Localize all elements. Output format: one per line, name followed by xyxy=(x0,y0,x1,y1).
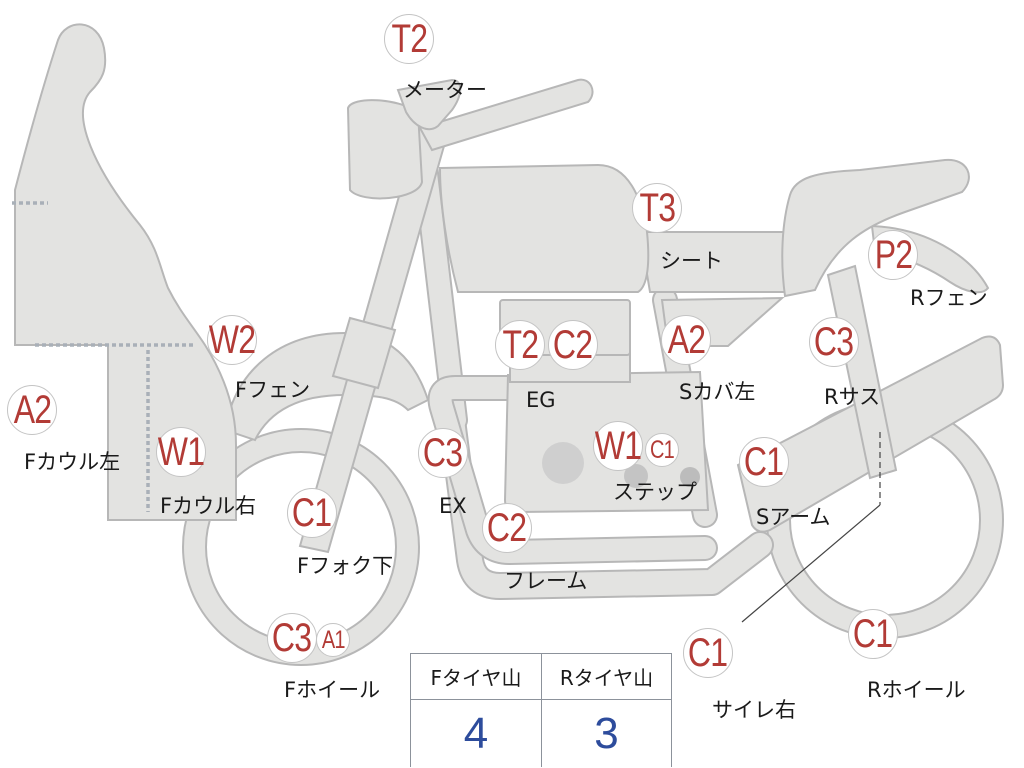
engine-code-badge-2: C2 xyxy=(548,320,598,370)
rear-wheel-code-badge: C1 xyxy=(848,609,898,659)
swingarm-code: C1 xyxy=(744,440,784,484)
rear-fender-code: P2 xyxy=(874,233,912,277)
front-wheel-label: Fホイール xyxy=(284,678,381,702)
seat-code: T3 xyxy=(639,186,676,230)
swingarm-label: Sアーム xyxy=(756,505,831,529)
step-code-2: C1 xyxy=(650,435,675,464)
rear-tire-value: 3 xyxy=(541,700,671,767)
side-cover-left-code-badge: A2 xyxy=(661,315,711,365)
rear-wheel-label: Rホイール xyxy=(867,678,966,702)
step-label: ステップ xyxy=(613,480,697,504)
seat-label: シート xyxy=(660,249,723,273)
front-fender-label: Fフェン xyxy=(235,378,311,402)
rear-tire-header: Rタイヤ山 xyxy=(541,654,671,700)
seat-code-badge: T3 xyxy=(632,183,682,233)
front-cowl-left-code-badge: A2 xyxy=(7,385,57,435)
side-cover-left-label: Sカバ左 xyxy=(679,380,756,404)
muffler-leader-line xyxy=(741,432,881,623)
front-fork-lower-label: Fフォク下 xyxy=(297,554,394,578)
cowl-dotted-lines xyxy=(12,201,195,512)
front-fork-lower-code-badge: C1 xyxy=(287,488,337,538)
engine-code-2: C2 xyxy=(553,323,593,367)
front-wheel-code-1: C3 xyxy=(272,616,312,660)
tank-shape xyxy=(438,163,650,293)
rear-wheel-code: C1 xyxy=(853,612,893,656)
engine-label: EG xyxy=(526,388,556,412)
muffler-right-code-badge: C1 xyxy=(683,628,733,678)
front-wheel-code-2: A1 xyxy=(321,625,346,654)
frame-label: フレーム xyxy=(504,569,588,593)
front-tire-value: 4 xyxy=(463,708,489,758)
step-code-1: W1 xyxy=(594,424,642,468)
tire-tread-table: Fタイヤ山 Rタイヤ山 4 3 xyxy=(410,653,672,767)
handlebar-shape xyxy=(418,78,594,152)
frame-code: C2 xyxy=(487,506,527,550)
front-fork-lower-code: C1 xyxy=(292,491,332,535)
front-wheel-shape xyxy=(181,428,421,666)
fork-cover-shape xyxy=(331,316,397,390)
rear-suspension-code-badge: C3 xyxy=(809,317,859,367)
engine-code-badge-1: T2 xyxy=(495,320,545,370)
exhaust-label: EX xyxy=(439,494,467,518)
engine-code-1: T2 xyxy=(502,323,539,367)
front-wheel-code-badge-2: A1 xyxy=(316,623,350,657)
headlight-shape xyxy=(346,99,424,200)
rear-fender-code-badge: P2 xyxy=(868,230,918,280)
frame-code-badge: C2 xyxy=(482,503,532,553)
exhaust-code-badge: C3 xyxy=(418,428,468,478)
meter-code: T2 xyxy=(391,17,428,61)
front-cowl-left-code: A2 xyxy=(13,388,51,432)
muffler-right-label: サイレ右 xyxy=(712,698,796,722)
front-tire-header: Fタイヤ山 xyxy=(411,654,541,700)
rear-suspension-code: C3 xyxy=(814,320,854,364)
rear-suspension-label: Rサス xyxy=(824,385,881,409)
front-cowl-right-code: W1 xyxy=(157,430,205,474)
meter-code-badge: T2 xyxy=(384,14,434,64)
front-fender-code: W2 xyxy=(208,318,256,362)
exhaust-code: C3 xyxy=(423,431,463,475)
front-cowl-right-code-badge: W1 xyxy=(156,427,206,477)
front-cowl-right-label: Fカウル右 xyxy=(160,494,257,518)
meter-shape xyxy=(396,78,462,131)
front-cowl-left-label: Fカウル左 xyxy=(24,450,121,474)
step-code-badge-1: W1 xyxy=(593,421,643,471)
muffler-right-code: C1 xyxy=(688,631,728,675)
front-wheel-code-badge-1: C3 xyxy=(267,613,317,663)
tail-shape xyxy=(781,158,970,298)
front-fender-code-badge: W2 xyxy=(207,315,257,365)
rear-fender-label: Rフェン xyxy=(910,286,988,310)
meter-label: メーター xyxy=(403,78,487,102)
swingarm-code-badge: C1 xyxy=(739,437,789,487)
side-cover-left-code: A2 xyxy=(667,318,705,362)
front-cowl-shape xyxy=(14,23,237,521)
step-code-badge-2: C1 xyxy=(645,433,679,467)
